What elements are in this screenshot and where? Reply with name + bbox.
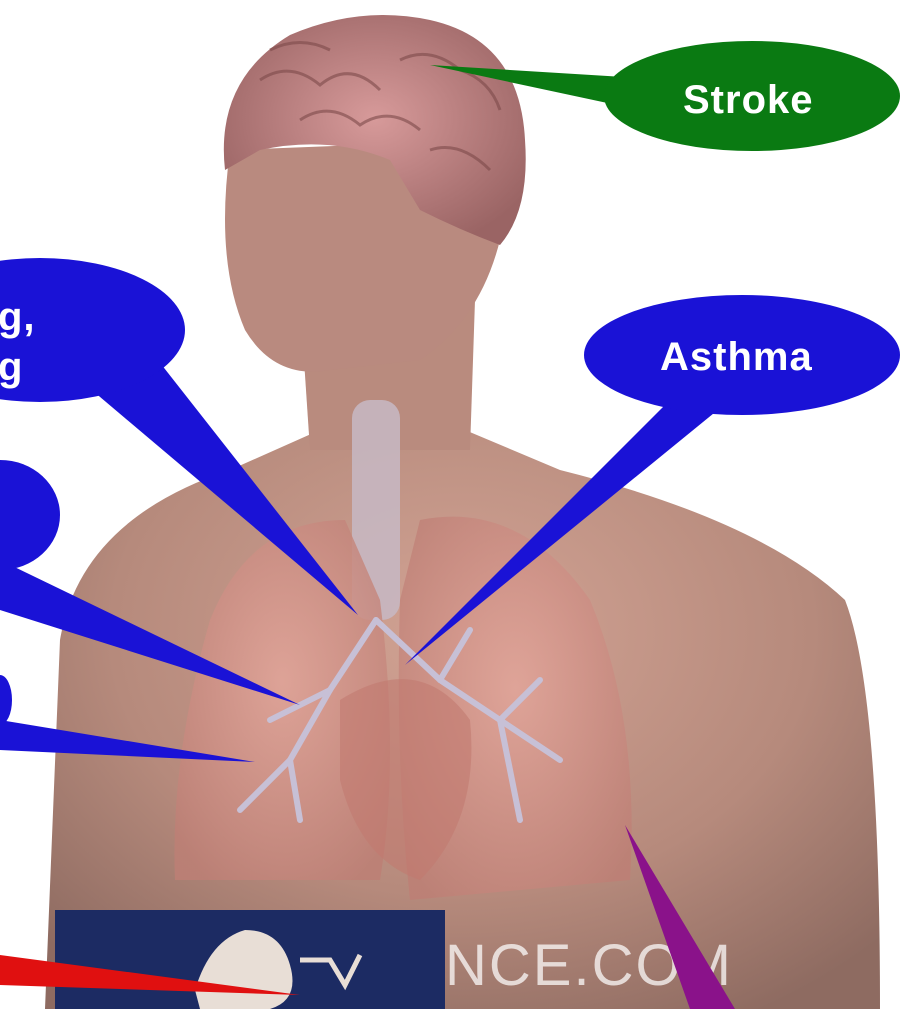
stroke-label: Stroke: [683, 78, 814, 122]
human-figure: [45, 15, 880, 1009]
left-middle-bubble: [0, 460, 60, 570]
left-lower-bubble: [0, 675, 12, 725]
left-upper-label-line1: g,: [0, 295, 36, 339]
asthma-label: Asthma: [660, 335, 813, 379]
left-upper-label-line2: g: [0, 345, 23, 389]
heart-inset: [55, 910, 445, 1009]
